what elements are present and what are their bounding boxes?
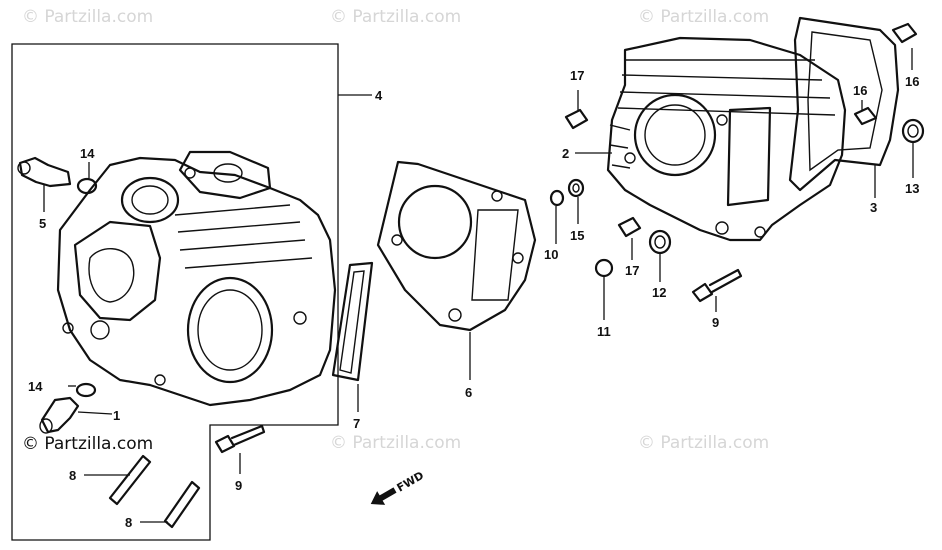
stud-part-8[interactable] [108,454,152,506]
fitting-part-1[interactable] [39,396,80,434]
callout-14: 14 [28,379,43,394]
gasket-part-6[interactable] [376,160,537,332]
bolt-part-9[interactable] [691,268,743,303]
washer-part-10[interactable] [549,189,565,207]
watermark: © Partzilla.com [22,7,153,27]
callout-3: 3 [870,200,877,215]
o-ring-part-14[interactable] [75,382,97,398]
callout-15: 15 [570,228,584,243]
washer-part-15[interactable] [567,178,585,198]
callout-16: 16 [853,83,867,98]
callout-9: 9 [712,315,719,330]
callout-8: 8 [125,515,132,530]
gasket-part-3[interactable] [788,16,900,192]
watermark: © Partzilla.com [638,433,769,453]
callout-6: 6 [465,385,472,400]
callout-12: 12 [652,285,666,300]
callout-7: 7 [353,416,360,431]
dowel-part-17[interactable] [617,216,642,238]
callout-9: 9 [235,478,242,493]
fwd-arrow-icon: FWD [370,469,426,505]
gasket-part-7[interactable] [331,261,374,382]
callout-10: 10 [544,247,558,262]
dowel-part-16[interactable] [853,106,878,126]
cylinder-part-2[interactable] [606,36,847,242]
callout-5: 5 [39,216,46,231]
stud-part-8[interactable] [163,480,201,529]
copyright-text: © Partzilla.com [22,434,153,454]
bolt-part-9[interactable] [214,424,266,454]
o-ring-part-14[interactable] [76,177,98,195]
dowel-part-16[interactable] [891,22,918,44]
watermark: © Partzilla.com [330,433,461,453]
watermark: © Partzilla.com [638,7,769,27]
callout-11: 11 [597,324,611,339]
callout-4: 4 [375,88,383,103]
washer-part-11[interactable] [594,258,614,278]
callout-2: 2 [562,146,569,161]
callout-13: 13 [905,181,919,196]
seal-part-13[interactable] [901,118,925,144]
leader-lines [43,48,914,523]
fwd-label: FWD [395,469,426,495]
callout-8: 8 [69,468,76,483]
dowel-part-17[interactable] [564,108,589,130]
callout-14: 14 [80,146,95,161]
callout-17: 17 [570,68,584,83]
seal-part-12[interactable] [648,229,672,255]
fitting-part-5[interactable] [17,156,72,188]
cylinder-head[interactable] [56,150,337,407]
group-bracket [11,43,339,541]
watermark: © Partzilla.com [330,7,461,27]
callout-17: 17 [625,263,639,278]
callout-16: 16 [905,74,919,89]
callout-1: 1 [113,408,120,423]
